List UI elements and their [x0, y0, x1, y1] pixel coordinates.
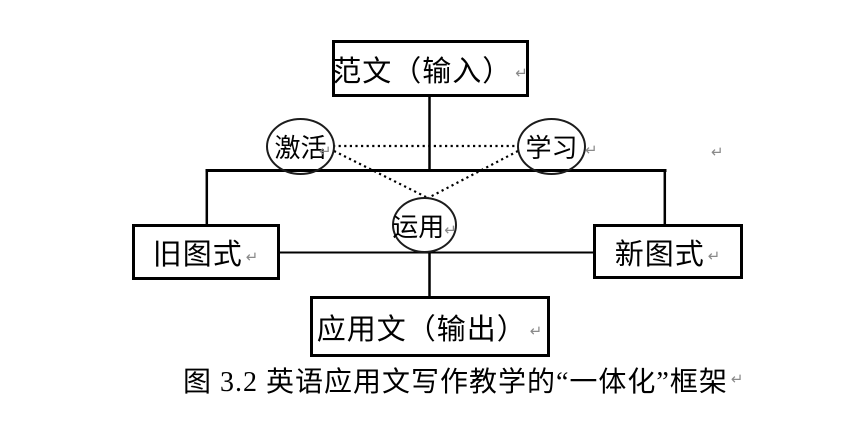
node-new-schema-label: 新图式	[614, 238, 705, 271]
return-mark: ↵	[245, 247, 260, 266]
node-new-schema: 新图式 ↵	[593, 224, 743, 279]
node-apply-label: 运用	[392, 212, 445, 242]
node-model-text-input: 范文（输入） ↵	[332, 40, 529, 97]
edge-activate-to-apply-dotted	[333, 150, 429, 199]
node-activate-label: 激活	[274, 134, 327, 163]
return-mark: ↵	[444, 220, 457, 239]
return-mark: ↵	[529, 322, 544, 340]
node-old-schema-label: 旧图式	[152, 239, 243, 271]
figure-caption-text: 图 3.2 英语应用文写作教学的“一体化”框架	[183, 367, 728, 398]
node-output-text-label: 应用文（输出）	[316, 313, 527, 346]
node-learn-label: 学习	[525, 134, 578, 163]
figure-caption: 图 3.2 英语应用文写作教学的“一体化”框架 ↵	[183, 360, 744, 400]
return-mark: ↵	[585, 141, 598, 159]
node-activate: 激活	[266, 118, 335, 175]
node-output-text: 应用文（输出） ↵	[310, 296, 550, 357]
node-learn: 学习	[517, 118, 586, 175]
return-mark: ↵	[730, 370, 745, 388]
return-mark: ↵	[515, 64, 529, 82]
return-mark: ↵	[711, 143, 724, 161]
return-mark: ↵	[707, 247, 722, 265]
node-model-text-label: 范文（输入）	[332, 55, 513, 88]
edge-learn-to-apply-dotted	[427, 150, 519, 199]
node-apply: 运用 ↵	[392, 197, 457, 253]
return-mark: ↵	[319, 142, 332, 160]
node-old-schema: 旧图式 ↵	[132, 224, 280, 280]
